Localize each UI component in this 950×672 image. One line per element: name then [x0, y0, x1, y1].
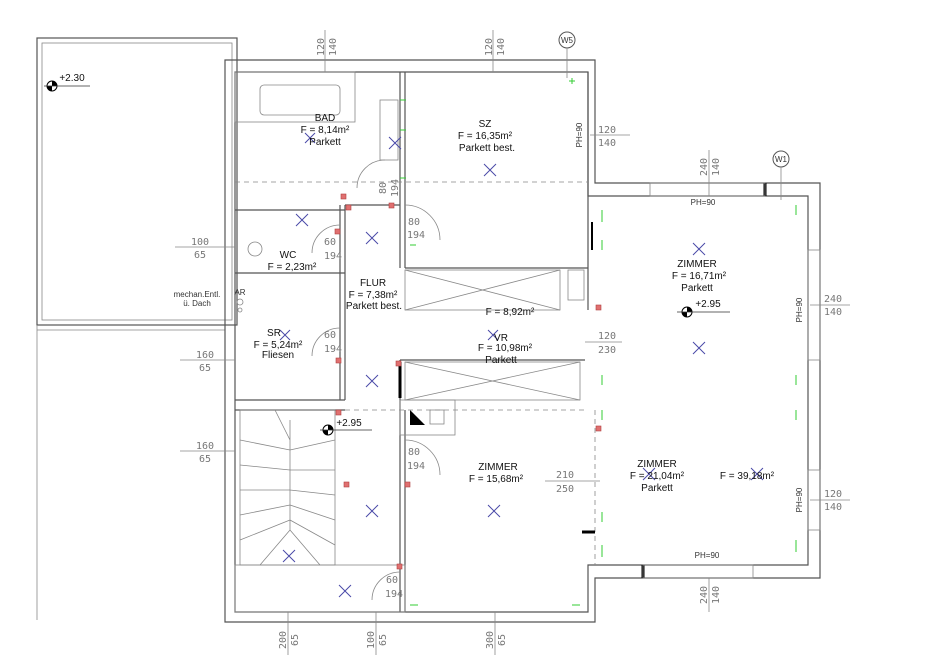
shaft-area: F = 8,92m² — [486, 307, 535, 318]
window-dim-height: 65 — [290, 634, 301, 646]
door-width: 60 — [324, 237, 336, 248]
room-name: FLUR — [360, 278, 386, 289]
door-width: 80 — [378, 182, 389, 194]
terrace: +2.30 mechan.Entl. ü. Dach — [36, 37, 238, 620]
ar-label: AR — [234, 288, 245, 297]
room-floor: Parkett best. — [459, 143, 515, 154]
door-height: 194 — [407, 461, 425, 472]
terrace-level: +2.30 — [59, 73, 85, 84]
parapet-height: PH=90 — [691, 198, 716, 207]
room-name: WC — [280, 250, 297, 261]
room-name: SZ — [479, 119, 492, 130]
parapet-height: PH=90 — [695, 551, 720, 560]
room-area: F = 16,71m² — [672, 271, 727, 282]
parapet-height: PH=90 — [795, 297, 804, 322]
window-dim-height: 140 — [598, 138, 616, 149]
window-dim-height: 65 — [199, 363, 211, 374]
level-marker-icon — [677, 306, 730, 318]
window-dim-width: 160 — [196, 350, 214, 361]
room-name: ZIMMER — [478, 462, 517, 473]
room-area: F = 7,38m² — [349, 290, 398, 301]
room-name: VR — [494, 333, 508, 344]
window-dim-width: 240 — [699, 158, 710, 176]
window-dim-height: 65 — [194, 250, 206, 261]
window-dim-height: 65 — [378, 634, 389, 646]
room-area: F = 16,35m² — [458, 131, 513, 142]
window-dim-width: 120 — [824, 489, 842, 500]
room-labels: BAD F = 8,14m² Parkett SZ F = 16,35m² Pa… — [234, 113, 774, 494]
door-width: 60 — [324, 330, 336, 341]
window-dim-width: 160 — [196, 441, 214, 452]
door-height: 194 — [390, 179, 401, 197]
total-area: F = 39,18m² — [720, 471, 775, 482]
door-height: 194 — [385, 589, 403, 600]
opening-dim-height: 250 — [556, 484, 574, 495]
level-markers: +2.95 +2.95 — [320, 299, 730, 436]
parapet-height: PH=90 — [795, 487, 804, 512]
window-dim-height: 140 — [496, 38, 507, 56]
room-floor: Parkett — [485, 355, 517, 366]
window-dim-height: 140 — [711, 586, 722, 604]
ceiling-lights — [279, 132, 764, 598]
note-ventilation: mechan.Entl. — [174, 290, 221, 299]
window-tags: W5 W1 PH=90 PH=90 PH=90 PH=90 PH=90 — [558, 31, 804, 560]
window-dim-height: 140 — [824, 502, 842, 513]
window-dim-width: 240 — [824, 294, 842, 305]
opening-dim-height: 230 — [598, 345, 616, 356]
window-dim-width: 120 — [316, 38, 327, 56]
window-dim-width: 120 — [484, 38, 495, 56]
room-name: ZIMMER — [677, 259, 716, 270]
room-area: F = 2,23m² — [268, 262, 317, 273]
room-floor: Parkett — [309, 137, 341, 148]
dimensions: 120 140 120 140 120 140 240 140 240 140 … — [175, 30, 850, 655]
window-tag-w1: W1 — [775, 155, 788, 164]
room-area: F = 5,24m² — [254, 340, 303, 351]
opening-dim-width: 120 — [598, 331, 616, 342]
room-name: BAD — [315, 113, 336, 124]
room-floor: Parkett — [681, 283, 713, 294]
door-height: 194 — [324, 251, 342, 262]
window-dim-width: 240 — [699, 586, 710, 604]
note-roof: ü. Dach — [183, 299, 211, 308]
level-value: +2.95 — [336, 418, 362, 429]
room-area: F = 21,04m² — [630, 471, 685, 482]
room-name: ZIMMER — [637, 459, 676, 470]
window-tag-w5: W5 — [561, 36, 574, 45]
level-marker-icon — [44, 80, 90, 92]
window-dim-width: 120 — [598, 125, 616, 136]
level-marker-icon — [320, 424, 372, 436]
door-width: 80 — [408, 217, 420, 228]
room-area: F = 15,68m² — [469, 474, 524, 485]
door-height: 194 — [324, 344, 342, 355]
room-floor: Fliesen — [262, 350, 294, 361]
parapet-height: PH=90 — [575, 122, 584, 147]
room-area: F = 10,98m² — [478, 343, 533, 354]
window-dim-height: 65 — [199, 454, 211, 465]
window-dim-width: 200 — [278, 631, 289, 649]
door-height: 194 — [407, 230, 425, 241]
window-dim-width: 100 — [191, 237, 209, 248]
window-dim-height: 140 — [328, 38, 339, 56]
room-name: SR — [267, 328, 281, 339]
room-floor: Parkett — [641, 483, 673, 494]
door-width: 60 — [386, 575, 398, 586]
room-area: F = 8,14m² — [301, 125, 350, 136]
window-dim-height: 140 — [824, 307, 842, 318]
stairs — [239, 409, 336, 566]
window-dim-height: 65 — [497, 634, 508, 646]
window-dim-width: 300 — [485, 631, 496, 649]
level-value: +2.95 — [695, 299, 721, 310]
window-dim-height: 140 — [711, 158, 722, 176]
window-dim-width: 100 — [366, 631, 377, 649]
opening-dim-width: 210 — [556, 470, 574, 481]
door-width: 80 — [408, 447, 420, 458]
doors: 80 194 80 194 60 194 60 194 80 194 60 19… — [311, 159, 441, 601]
electrical — [334, 78, 797, 606]
walls — [224, 59, 821, 623]
room-floor: Parkett best. — [346, 301, 402, 312]
